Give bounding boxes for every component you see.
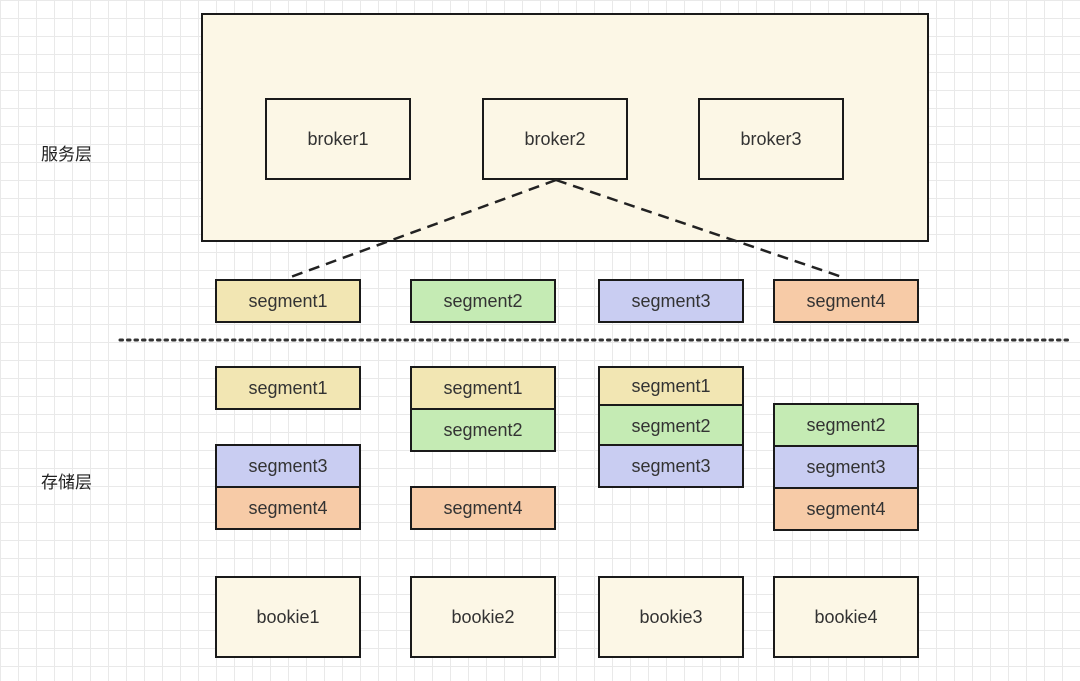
storage-col4-segment2: segment2 [773,403,919,447]
storage-col2-segment2: segment2 [410,408,556,452]
storage-col2-segment1: segment1 [410,366,556,410]
storage-col4-segment3: segment3 [773,445,919,489]
bookie1-box: bookie1 [215,576,361,658]
storage-col3-segment1: segment1 [598,366,744,406]
connector-broker2-segment1 [287,178,557,280]
storage-col3-segment3: segment3 [598,444,744,488]
service-segment1: segment1 [215,279,361,323]
storage-layer-label: 存储层 [41,473,92,493]
storage-col1-segment1: segment1 [215,366,361,410]
storage-col2-segment4: segment4 [410,486,556,530]
broker1-box: broker1 [265,98,411,180]
connector-broker2-segment4 [555,178,846,280]
bookie2-box: bookie2 [410,576,556,658]
storage-col4-segment4: segment4 [773,487,919,531]
service-segment2: segment2 [410,279,556,323]
broker3-box: broker3 [698,98,844,180]
bookie3-box: bookie3 [598,576,744,658]
service-layer-label: 服务层 [41,145,92,165]
storage-col3-segment2: segment2 [598,404,744,448]
bookie4-box: bookie4 [773,576,919,658]
storage-col1-segment3: segment3 [215,444,361,488]
storage-col1-segment4: segment4 [215,486,361,530]
service-segment4: segment4 [773,279,919,323]
broker2-box: broker2 [482,98,628,180]
service-segment3: segment3 [598,279,744,323]
